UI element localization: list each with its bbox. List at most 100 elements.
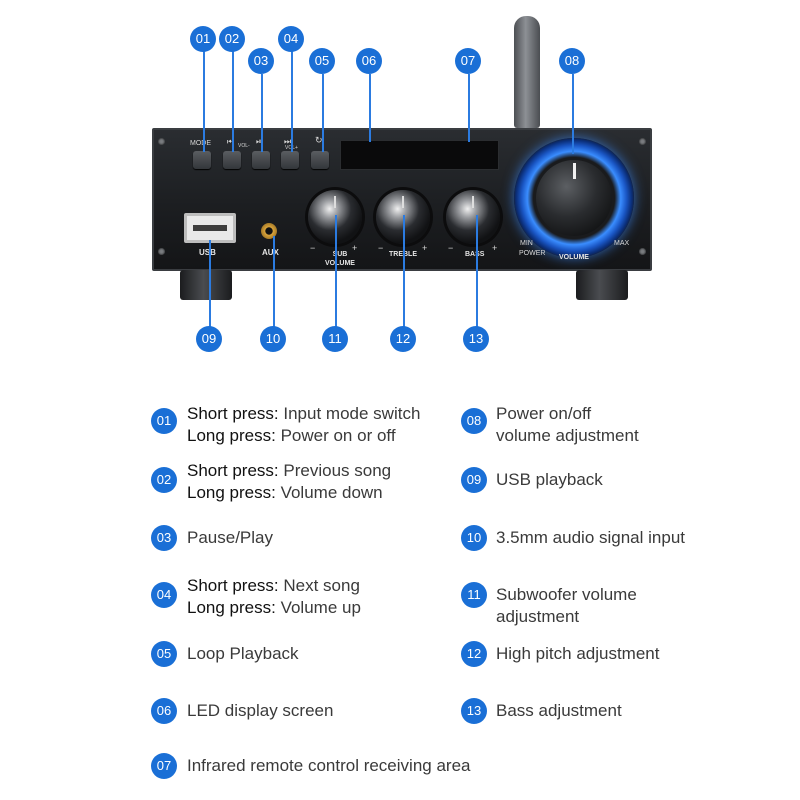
legend-text: Previous song	[278, 461, 392, 480]
led-display	[340, 140, 499, 170]
legend-badge-12: 12	[461, 641, 487, 667]
legend-text: Infrared remote control receiving area	[187, 756, 471, 775]
callout-05: 05	[309, 48, 335, 74]
minus-sign: −	[378, 243, 384, 253]
legend-badge-10: 10	[461, 525, 487, 551]
legend-text: Volume up	[275, 598, 361, 617]
power-label: POWER	[519, 250, 546, 257]
bass-knob[interactable]	[446, 190, 500, 244]
next-icon: ⏭	[284, 137, 292, 146]
right-foot	[576, 270, 628, 300]
legend-badge-02: 02	[151, 467, 177, 493]
plus-sign: +	[352, 243, 358, 253]
callout-12: 12	[390, 326, 416, 352]
play-pause-icon: ⏯	[256, 137, 263, 146]
callout-13: 13	[463, 326, 489, 352]
legend-text: USB playback	[496, 470, 603, 489]
callout-02: 02	[219, 26, 245, 52]
legend-item-11: Subwoofer volume adjustment	[496, 584, 637, 628]
minus-sign: −	[310, 243, 316, 253]
leader-line	[476, 215, 478, 328]
legend-item-10: 3.5mm audio signal input	[496, 527, 685, 549]
max-label: MAX	[614, 240, 630, 247]
usb-label: USB	[199, 248, 216, 257]
mode-button[interactable]	[193, 151, 211, 169]
legend-item-06: LED display screen	[187, 700, 333, 722]
callout-11: 11	[322, 326, 348, 352]
legend-badge-11: 11	[461, 582, 487, 608]
antenna	[514, 16, 540, 128]
legend-text: Power on or off	[275, 426, 396, 445]
next-button[interactable]	[281, 151, 299, 169]
legend-text: 3.5mm audio signal input	[496, 528, 686, 547]
legend-text: Subwoofer volume	[496, 585, 637, 604]
loop-icon: ↻	[315, 135, 323, 145]
legend-text: Input mode switch	[278, 404, 421, 423]
callout-08: 08	[559, 48, 585, 74]
callout-04: 04	[278, 26, 304, 52]
left-foot	[180, 270, 232, 300]
leader-line	[273, 236, 275, 328]
legend-badge-06: 06	[151, 698, 177, 724]
legend-bold: Long press:	[187, 598, 276, 617]
volume-label: VOLUME	[559, 254, 589, 261]
callout-01: 01	[190, 26, 216, 52]
plus-sign: +	[422, 243, 428, 253]
legend-item-04: Short press: Next song Long press: Volum…	[187, 575, 361, 619]
screw	[158, 248, 165, 255]
plus-sign: +	[492, 243, 498, 253]
callout-09: 09	[196, 326, 222, 352]
screw	[158, 138, 165, 145]
loop-button[interactable]	[311, 151, 329, 169]
legend-text: Next song	[278, 576, 360, 595]
legend-text: Bass adjustment	[496, 701, 622, 720]
legend-bold: Short press:	[187, 461, 279, 480]
usb-port[interactable]	[184, 213, 236, 243]
leader-line	[209, 240, 211, 328]
legend-item-01: Short press: Input mode switch Long pres…	[187, 403, 420, 447]
legend-bold: Short press:	[187, 404, 279, 423]
legend-badge-08: 08	[461, 408, 487, 434]
callout-06: 06	[356, 48, 382, 74]
legend-text: Volume down	[275, 483, 383, 502]
leader-line	[203, 50, 205, 152]
leader-line	[403, 215, 405, 328]
legend-badge-04: 04	[151, 582, 177, 608]
leader-line	[232, 50, 234, 152]
legend-text: Loop Playback	[187, 644, 299, 663]
leader-line	[572, 74, 574, 154]
legend-item-09: USB playback	[496, 469, 603, 491]
mode-label: MODE	[190, 140, 211, 147]
prev-icon: ⏮	[227, 137, 235, 146]
prev-button[interactable]	[223, 151, 241, 169]
callout-03: 03	[248, 48, 274, 74]
legend-badge-09: 09	[461, 467, 487, 493]
minus-sign: −	[448, 243, 454, 253]
legend-badge-03: 03	[151, 525, 177, 551]
legend-badge-05: 05	[151, 641, 177, 667]
screw	[639, 248, 646, 255]
leader-line	[261, 74, 263, 152]
legend-text: High pitch adjustment	[496, 644, 660, 663]
leader-line	[335, 215, 337, 328]
play-pause-button[interactable]	[252, 151, 270, 169]
screw	[639, 138, 646, 145]
leader-line	[322, 74, 324, 152]
leader-line	[291, 50, 293, 152]
legend-badge-13: 13	[461, 698, 487, 724]
legend-text: volume adjustment	[496, 426, 639, 445]
legend-badge-07: 07	[151, 753, 177, 779]
legend-text: Pause/Play	[187, 528, 273, 547]
legend-item-12: High pitch adjustment	[496, 643, 659, 665]
legend-item-03: Pause/Play	[187, 527, 273, 549]
legend-bold: Long press:	[187, 483, 276, 502]
aux-jack[interactable]	[261, 223, 277, 239]
callout-07: 07	[455, 48, 481, 74]
vol-minus-label: VOL-	[238, 143, 250, 149]
legend-item-07: Infrared remote control receiving area	[187, 755, 470, 777]
legend-text: adjustment	[496, 607, 580, 626]
legend-text: LED display screen	[187, 701, 334, 720]
min-label: MIN	[520, 240, 533, 247]
legend-text: Power on/off	[496, 404, 592, 423]
aux-label: AUX	[262, 248, 279, 257]
